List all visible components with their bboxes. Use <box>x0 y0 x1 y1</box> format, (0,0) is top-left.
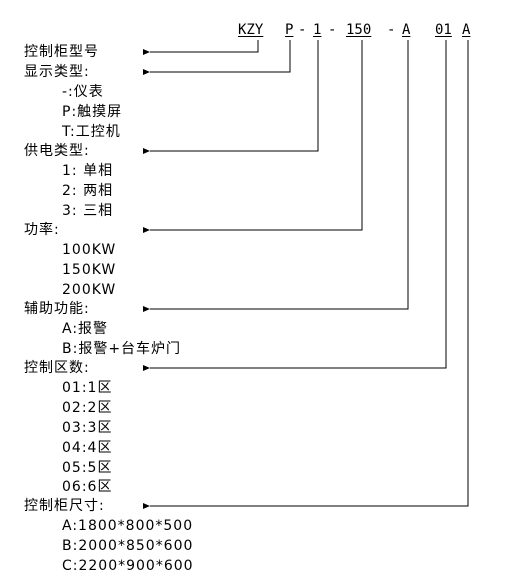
supply-type-item: 2: 两相 <box>62 183 114 199</box>
code-supply: 1 <box>313 22 322 38</box>
cabinet-size-title: 控制柜尺寸: <box>24 498 105 514</box>
code-dash-1: - <box>298 22 307 38</box>
power-item: 100KW <box>62 242 117 258</box>
cabinet-model-title: 控制柜型号 <box>24 44 99 60</box>
supply-type-item: 3: 三相 <box>62 203 114 219</box>
line-aux-function <box>143 40 409 312</box>
power-item: 150KW <box>62 262 117 278</box>
code-aux: A <box>402 22 411 38</box>
display-type-item: P:触摸屏 <box>62 104 123 120</box>
aux-function-item: B:报警+台车炉门 <box>62 341 182 357</box>
line-control-zones <box>143 40 447 371</box>
aux-function-item: A:报警 <box>62 321 109 337</box>
power-title: 功率: <box>24 222 60 238</box>
cabinet-size-item: C:2200*900*600 <box>62 558 194 574</box>
line-display-type <box>143 40 291 75</box>
code-zones: 01 <box>435 22 452 38</box>
control-zones-item: 03:3区 <box>62 420 113 436</box>
cabinet-size-item: A:1800*800*500 <box>62 518 194 534</box>
code-power: 150 <box>346 22 372 38</box>
control-zones-item: 01:1区 <box>62 380 113 396</box>
line-cabinet-size <box>143 40 469 509</box>
control-zones-item: 05:5区 <box>62 460 113 476</box>
cabinet-size-item: B:2000*850*600 <box>62 538 194 554</box>
control-zones-title: 控制区数: <box>24 360 90 376</box>
supply-type-item: 1: 单相 <box>62 163 114 179</box>
code-dash-2: - <box>328 22 337 38</box>
control-zones-item: 06:6区 <box>62 479 113 495</box>
power-item: 200KW <box>62 282 117 298</box>
code-prefix: KZY <box>238 22 264 38</box>
code-display: P <box>285 22 294 38</box>
line-cabinet-model <box>143 40 259 55</box>
line-supply-type <box>143 40 319 154</box>
line-power <box>143 40 363 233</box>
control-zones-item: 04:4区 <box>62 440 113 456</box>
code-size: A <box>462 22 471 38</box>
supply-type-title: 供电类型: <box>24 143 90 159</box>
display-type-item: -:仪表 <box>62 84 104 100</box>
aux-function-title: 辅助功能: <box>24 301 90 317</box>
display-type-title: 显示类型: <box>24 64 90 80</box>
code-dash-3: - <box>387 22 396 38</box>
display-type-item: T:工控机 <box>62 124 121 140</box>
control-zones-item: 02:2区 <box>62 400 113 416</box>
